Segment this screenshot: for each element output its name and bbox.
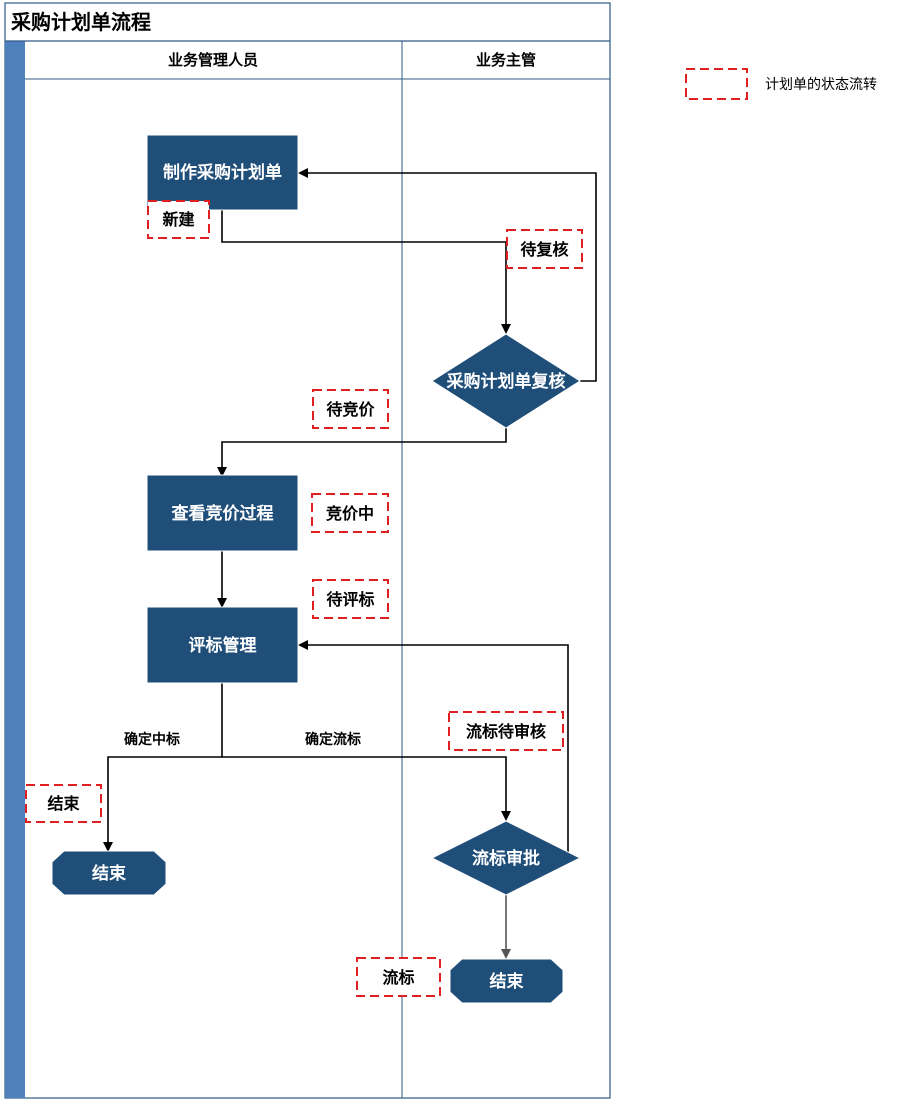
status-new: 新建 [147, 200, 210, 239]
diagram-title: 采购计划单流程 [11, 10, 151, 34]
status-pending-failed-review-label: 流标待审核 [466, 722, 546, 741]
status-pending-evaluation-label: 待评标 [326, 590, 374, 609]
edge-label-confirm-failed: 确定流标 [305, 731, 361, 748]
node-review-plan-label: 采购计划单复核 [446, 371, 566, 392]
node-failed-approval: 流标审批 [430, 820, 582, 896]
edge-review-to-bidding [217, 428, 507, 477]
node-failed-approval-label: 流标审批 [472, 848, 540, 869]
pool-side-bar [5, 41, 25, 1098]
status-failed-box [356, 957, 441, 997]
node-end-left: 结束 [51, 850, 167, 896]
status-pending-bidding-box [312, 389, 389, 429]
edge-labels: 确定中标 确定流标 [124, 731, 361, 748]
node-view-bidding-shape [146, 474, 299, 552]
lane-header-staff: 业务管理人员 [168, 51, 258, 69]
status-pending-bidding: 待竞价 [312, 389, 389, 429]
legend-status-swatch [685, 68, 748, 100]
node-review-plan-shape [431, 333, 581, 429]
node-make-plan-label: 制作采购计划单 [163, 162, 282, 183]
status-finished: 结束 [25, 784, 102, 823]
status-bidding-box [311, 493, 389, 533]
status-new-box [147, 200, 210, 239]
status-bidding: 竞价中 [311, 493, 389, 533]
node-bid-evaluation: 评标管理 [146, 606, 299, 684]
node-make-plan: 制作采购计划单 [146, 134, 299, 211]
node-end-right-label: 结束 [490, 971, 524, 992]
process-nodes: 制作采购计划单 采购计划单复核 查看竞价过程 评标管理 结束 流标审批 结束 [51, 134, 582, 1004]
legend: 计划单的状态流转 [685, 68, 877, 100]
status-failed-label: 流标 [382, 968, 414, 987]
node-bid-evaluation-shape [146, 606, 299, 684]
edge-evaluation-to-end [103, 683, 223, 852]
status-pending-review-box [506, 229, 583, 269]
pool-border [4, 2, 611, 1099]
legend-label: 计划单的状态流转 [765, 77, 877, 93]
status-finished-box [25, 784, 102, 823]
edge-label-confirm-winner: 确定中标 [124, 731, 180, 748]
status-pending-failed-review: 流标待审核 [448, 711, 564, 751]
edge-review-back-to-make [298, 168, 597, 382]
status-pending-review: 待复核 [506, 229, 583, 269]
edge-evaluation-to-failed-approval [222, 756, 511, 821]
node-end-left-shape [51, 850, 167, 896]
swimlane-container: 采购计划单流程 业务管理人员 业务主管 [4, 2, 611, 1099]
status-pending-failed-review-box [448, 711, 564, 751]
status-finished-label: 结束 [46, 794, 80, 813]
status-pending-evaluation-box [312, 579, 389, 619]
node-end-right: 结束 [449, 958, 564, 1004]
node-failed-approval-shape [430, 820, 582, 896]
edge-make-to-review [221, 210, 511, 334]
node-make-plan-shape [146, 134, 299, 211]
status-pending-evaluation: 待评标 [312, 579, 389, 619]
node-end-right-shape [449, 958, 564, 1004]
lane-header-supervisor: 业务主管 [476, 51, 536, 69]
connectors [103, 168, 597, 959]
status-tags: 新建 待复核 待竞价 竞价中 待评标 流标待审核 结束 流标 [25, 200, 583, 997]
status-pending-review-label: 待复核 [520, 240, 568, 259]
node-review-plan: 采购计划单复核 [431, 333, 581, 429]
status-bidding-label: 竞价中 [326, 504, 374, 523]
status-pending-bidding-label: 待竞价 [326, 400, 375, 419]
node-view-bidding-label: 查看竞价过程 [171, 503, 274, 524]
node-bid-evaluation-label: 评标管理 [189, 635, 257, 656]
status-failed: 流标 [356, 957, 441, 997]
status-new-label: 新建 [162, 210, 194, 229]
node-end-left-label: 结束 [92, 863, 126, 884]
node-view-bidding: 查看竞价过程 [146, 474, 299, 552]
